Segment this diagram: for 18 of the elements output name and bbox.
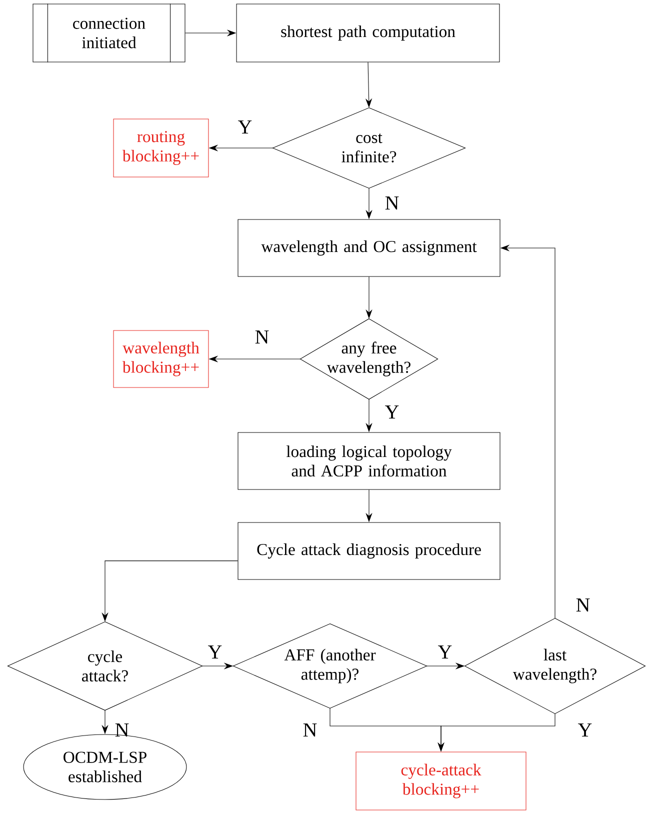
edge-label: N: [303, 723, 317, 737]
blocking-box: cycle-attack blocking++: [356, 752, 526, 810]
edge-label: Y: [238, 120, 252, 134]
process-box: shortest path computation: [236, 4, 500, 62]
edge-label: N: [576, 598, 590, 612]
edge-label: N: [255, 330, 269, 344]
edge-label: N: [385, 196, 399, 210]
process-box: wavelength and OC assignment: [238, 219, 500, 277]
edge-label: Y: [438, 645, 452, 659]
blocking-box: routing blocking++: [113, 118, 209, 178]
edge-label: Y: [385, 405, 399, 419]
process-box: loading logical topology and ACPP information: [238, 432, 500, 490]
edge-label: Y: [578, 723, 592, 737]
predefined-process-box: connection initiated: [32, 3, 186, 63]
edge-label: Y: [208, 645, 222, 659]
process-box: Cycle attack diagnosis procedure: [238, 522, 500, 580]
edge-label: N: [115, 723, 129, 737]
blocking-box: wavelength blocking++: [113, 330, 209, 388]
